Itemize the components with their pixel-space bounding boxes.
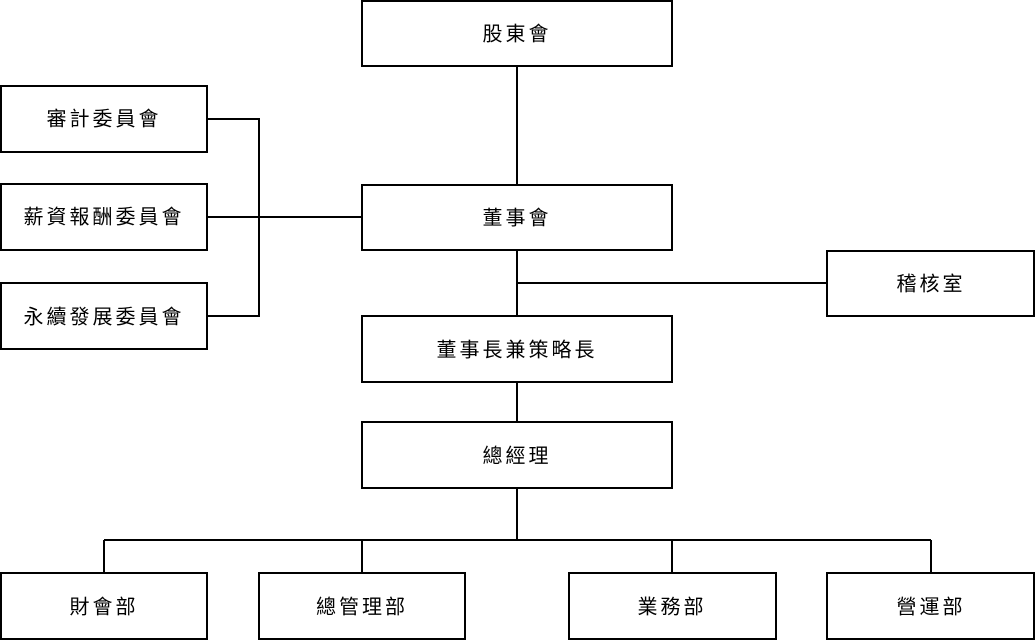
node-finance-dept-label: 財會部: [70, 595, 139, 619]
node-board-label: 董事會: [483, 206, 552, 230]
node-internal-audit-label: 稽核室: [897, 272, 966, 296]
node-shareholders: 股東會: [361, 0, 673, 67]
node-sales-dept: 業務部: [568, 572, 777, 640]
node-general-manager-label: 總經理: [483, 444, 552, 468]
node-chairman: 董事長兼策略長: [361, 315, 673, 383]
node-audit-committee-label: 審計委員會: [47, 107, 162, 131]
node-sustainability-committee: 永續發展委員會: [0, 282, 208, 350]
node-operations-dept-label: 營運部: [897, 595, 966, 619]
node-sales-dept-label: 業務部: [638, 595, 707, 619]
node-audit-committee: 審計委員會: [0, 85, 208, 153]
node-sustainability-committee-label: 永續發展委員會: [24, 305, 185, 329]
node-compensation-committee: 薪資報酬委員會: [0, 183, 208, 251]
node-chairman-label: 董事長兼策略長: [437, 338, 598, 362]
node-shareholders-label: 股東會: [483, 22, 552, 46]
node-finance-dept: 財會部: [0, 572, 208, 640]
node-operations-dept: 營運部: [826, 572, 1035, 640]
node-internal-audit: 稽核室: [826, 250, 1035, 317]
node-admin-dept: 總管理部: [258, 572, 466, 640]
node-general-manager: 總經理: [361, 421, 673, 489]
node-compensation-committee-label: 薪資報酬委員會: [24, 205, 185, 229]
node-admin-dept-label: 總管理部: [316, 595, 408, 619]
node-board: 董事會: [361, 184, 673, 251]
